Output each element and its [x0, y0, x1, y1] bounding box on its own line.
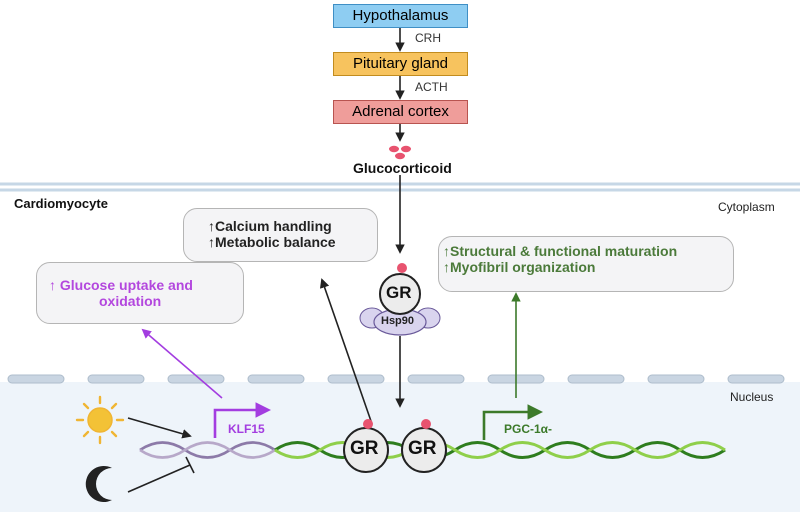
gr-cytoplasm-label: GR	[386, 283, 412, 302]
dna-purple-segment	[139, 441, 276, 459]
myofibril-text: ↑Myofibril organization	[443, 259, 596, 275]
klf15-transcription-arrow	[213, 402, 272, 438]
adrenal-box: Adrenal cortex	[333, 100, 468, 124]
pgc1a-label: PGC-1α-	[504, 422, 553, 436]
crh-label: CRH	[415, 31, 441, 45]
klf15-to-glucose-arrow	[141, 328, 223, 399]
klf15-label: KLF15	[228, 422, 265, 436]
gr-dimer-left-label: GR	[350, 438, 379, 459]
glucose-callout: ↑ Glucose uptake and oxidation	[36, 262, 244, 324]
hypothalamus-box: Hypothalamus	[333, 4, 468, 28]
pituitary-box: Pituitary gland	[333, 52, 468, 76]
gr-to-calcium-arrow	[319, 278, 373, 425]
metabolic-balance-text: ↑Metabolic balance	[208, 234, 336, 250]
calcium-metabolic-callout: ↑Calcium handling ↑Metabolic balance	[183, 208, 378, 262]
nucleus-label: Nucleus	[730, 390, 774, 404]
gr-hsp90-complex	[359, 263, 441, 336]
sun-activation-arrow	[127, 417, 192, 439]
calcium-handling-text: ↑Calcium handling	[208, 218, 332, 234]
maturation-text: ↑Structural & functional maturation	[443, 243, 678, 259]
cytoplasm-label: Cytoplasm	[718, 200, 775, 214]
moon-icon	[85, 466, 112, 502]
moon-inhibition-arrow	[127, 456, 195, 493]
gr-dimer-right-label: GR	[408, 438, 437, 459]
gr-dimer	[343, 419, 447, 473]
pgc1a-transcription-arrow	[482, 404, 544, 440]
oxidation-text: oxidation	[99, 293, 162, 309]
sun-icon	[75, 395, 125, 445]
hsp90-label: Hsp90	[381, 315, 415, 327]
acth-label: ACTH	[415, 80, 448, 94]
glucocorticoid-molecules	[389, 145, 411, 160]
maturation-callout: ↑Structural & functional maturation ↑Myo…	[438, 236, 734, 292]
cardiomyocyte-label: Cardiomyocyte	[14, 196, 108, 211]
glucocorticoid-label: Glucocorticoid	[353, 160, 452, 176]
glucose-uptake-text: ↑ Glucose uptake and	[49, 277, 193, 293]
